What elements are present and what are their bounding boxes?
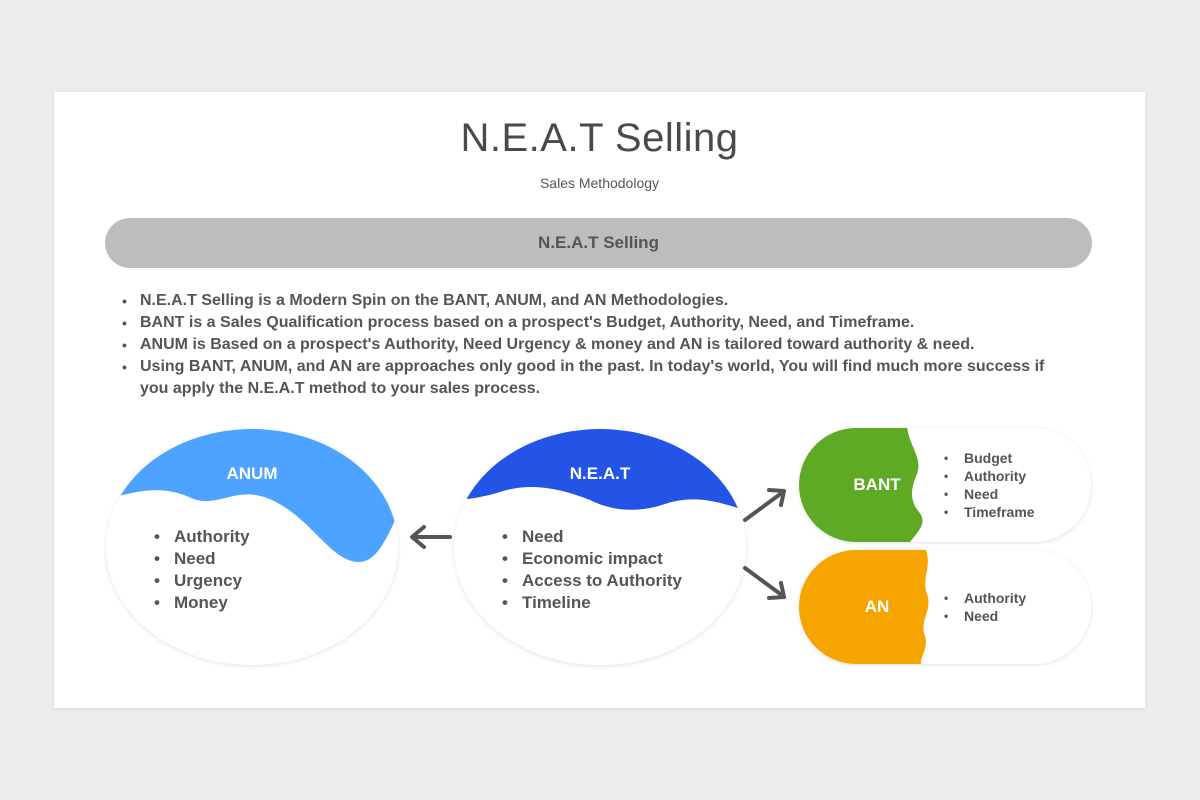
description-list: N.E.A.T Selling is a Modern Spin on the …: [122, 290, 1062, 400]
neat-item: Timeline: [502, 592, 682, 614]
anum-cap: [106, 429, 398, 562]
neat-item: Need: [502, 526, 682, 548]
anum-item: Authority: [154, 526, 250, 548]
anum-item: Urgency: [154, 570, 250, 592]
neat-list: Need Economic impact Access to Authority…: [502, 526, 682, 614]
bant-item: Timeframe: [944, 503, 1035, 521]
an-item: Authority: [944, 589, 1026, 607]
bant-item: Budget: [944, 449, 1035, 467]
bant-list: Budget Authority Need Timeframe: [944, 449, 1035, 521]
bant-item: Authority: [944, 467, 1035, 485]
anum-label: ANUM: [226, 464, 278, 483]
an-label: AN: [864, 597, 890, 616]
slide: N.E.A.T Selling Sales Methodology N.E.A.…: [54, 92, 1145, 708]
arrow-down-right-icon: [743, 566, 786, 600]
neat-item: Access to Authority: [502, 570, 682, 592]
neat-label: N.E.A.T: [569, 464, 631, 483]
arrow-left-icon: [410, 525, 452, 549]
bant-item: Need: [944, 485, 1035, 503]
an-list: Authority Need: [944, 589, 1026, 625]
arrow-up-right-icon: [743, 488, 786, 522]
anum-list: Authority Need Urgency Money: [154, 526, 250, 614]
an-item: Need: [944, 607, 1026, 625]
page-title: N.E.A.T Selling: [460, 116, 739, 160]
anum-blob: [106, 429, 398, 665]
an-cap: [799, 550, 929, 664]
an-pill: [799, 550, 1091, 664]
description-item: N.E.A.T Selling is a Modern Spin on the …: [122, 290, 1062, 312]
description-item: BANT is a Sales Qualification process ba…: [122, 312, 1062, 334]
description-item: Using BANT, ANUM, and AN are approaches …: [122, 356, 1062, 400]
anum-item: Need: [154, 548, 250, 570]
anum-item: Money: [154, 592, 250, 614]
section-banner: N.E.A.T Selling: [105, 218, 1092, 268]
description-item: ANUM is Based on a prospect's Authority,…: [122, 334, 1062, 356]
section-banner-label: N.E.A.T Selling: [538, 233, 659, 252]
neat-item: Economic impact: [502, 548, 682, 570]
bant-label: BANT: [853, 475, 901, 494]
bant-cap: [799, 428, 923, 542]
page-subtitle: Sales Methodology: [539, 175, 660, 191]
